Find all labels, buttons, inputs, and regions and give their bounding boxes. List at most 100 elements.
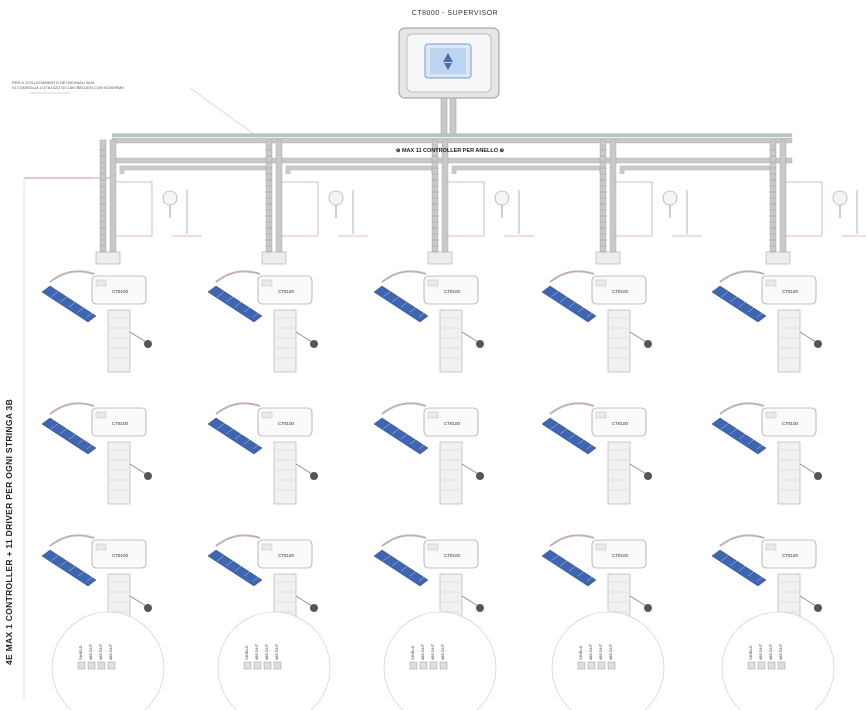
controller-led [595,543,607,551]
terminal-label: 485 OUT [274,643,279,660]
actuator-motor-icon [144,604,152,612]
terminal-label: SHIELD [748,645,753,660]
tracker-arc [215,270,261,283]
actuator-arm [129,463,147,475]
actuator-arm [799,595,817,607]
solar-panel-body [207,549,263,587]
solar-panel-cell-line [756,310,766,318]
terminal-screw-icon [607,661,616,670]
terminal-label: 485 OUT [608,643,613,660]
terminal-screw-icon [273,661,282,670]
terminal-label: 485 OUT [430,643,435,660]
solar-tracker-icon [41,270,97,323]
actuator-motor-icon [814,604,822,612]
actuator-arm [295,331,313,343]
terminal-label: 485 OUT [598,643,603,660]
sensor-cable [446,181,485,237]
terminal-zoom-circle [217,611,331,710]
sensor-cable [114,181,153,237]
controller-led [261,279,273,287]
driver-module-icon [107,309,131,373]
terminal-zoom-circle [383,611,497,710]
solar-panel-cell-line [243,437,253,445]
bus-drop-right [779,139,787,259]
terminal-label: 485 OUT [98,643,103,660]
string-row-1: CT8100 [711,270,822,373]
solar-panel-cell-line [77,437,87,445]
solar-panel-body [373,285,429,323]
solar-panel-cell-line [720,422,730,430]
controller-label: CT8100 [112,421,129,426]
solar-panel-cell-line [68,432,78,440]
controller-label: CT8100 [112,289,129,294]
driver-module-icon [107,441,131,505]
solar-panel-body [711,285,767,323]
solar-panel-body [541,417,597,455]
bus-drop-right [441,139,449,259]
actuator-motor-icon [644,340,652,348]
terminal-zoom-circle [51,611,165,710]
tracker-arc [719,402,765,415]
solar-panel-cell-line [86,442,96,450]
junction-box-icon [95,251,121,265]
solar-tracker-icon [541,402,597,455]
solar-panel-cell-line [747,437,757,445]
actuator-motor-icon [814,340,822,348]
bus-drop-left [99,139,107,259]
loop-jumper [451,165,605,174]
tracker-arc [49,534,95,547]
tracker-arc-red [215,535,261,547]
string-row-2: CT8100 [207,402,318,505]
solar-panel-cell-line [391,559,401,567]
solar-tracker-icon [711,534,767,587]
bus-label: ⊕ MAX 11 CONTROLLER PER ANELLO ⊕ [395,148,505,154]
terminal-screw-icon [97,661,106,670]
solar-panel-cell-line [586,442,596,450]
actuator-arm [129,595,147,607]
terminal-label: 485 OUT [778,643,783,660]
actuator-arm [461,463,479,475]
actuator-motor-icon [476,472,484,480]
solar-panel-cell-line [382,422,392,430]
loop-jumper [285,165,437,174]
side-vertical-label: 4E MAX 1 CONTROLLER + 11 DRIVER PER OGNI… [4,398,14,665]
string-row-2: CT8100 [711,402,822,505]
terminal-screw-icon [409,661,418,670]
terminal-label: SHIELD [578,645,583,660]
controller-led [595,279,607,287]
solar-panel-body [41,417,97,455]
solar-panel-cell-line [559,295,569,303]
controller-label: CT8100 [278,289,295,294]
junction-box-icon [765,251,791,265]
bus-drop-left [599,139,607,259]
sensor-mount [856,190,858,234]
solar-panel-cell-line [409,437,419,445]
solar-panel-cell-line [391,427,401,435]
terminal-label: 485 OUT [440,643,445,660]
solar-panel-cell-line [720,554,730,562]
solar-panel-cell-line [409,569,419,577]
driver-module-icon [273,441,297,505]
sensor-icon [328,190,344,206]
controller-label: CT8100 [444,289,461,294]
tracker-arc-red [549,271,595,283]
sensor-mount [352,190,354,234]
actuator-motor-icon [310,472,318,480]
solar-panel-cell-line [729,295,739,303]
solar-panel-cell-line [400,432,410,440]
solar-panel-cell-line [577,569,587,577]
solar-panel-cell-line [59,559,69,567]
sensor-icon [832,190,848,206]
terminal-screw-icon [767,661,776,670]
string-row-2: CT8100 [541,402,652,505]
actuator-arm [129,331,147,343]
tracker-arc-red [49,535,95,547]
controller-label: CT8100 [612,421,629,426]
tracker-arc-red [549,535,595,547]
string-row-1: CT8100 [541,270,652,373]
solar-panel-cell-line [577,305,587,313]
string-row-2: CT8100 [373,402,484,505]
